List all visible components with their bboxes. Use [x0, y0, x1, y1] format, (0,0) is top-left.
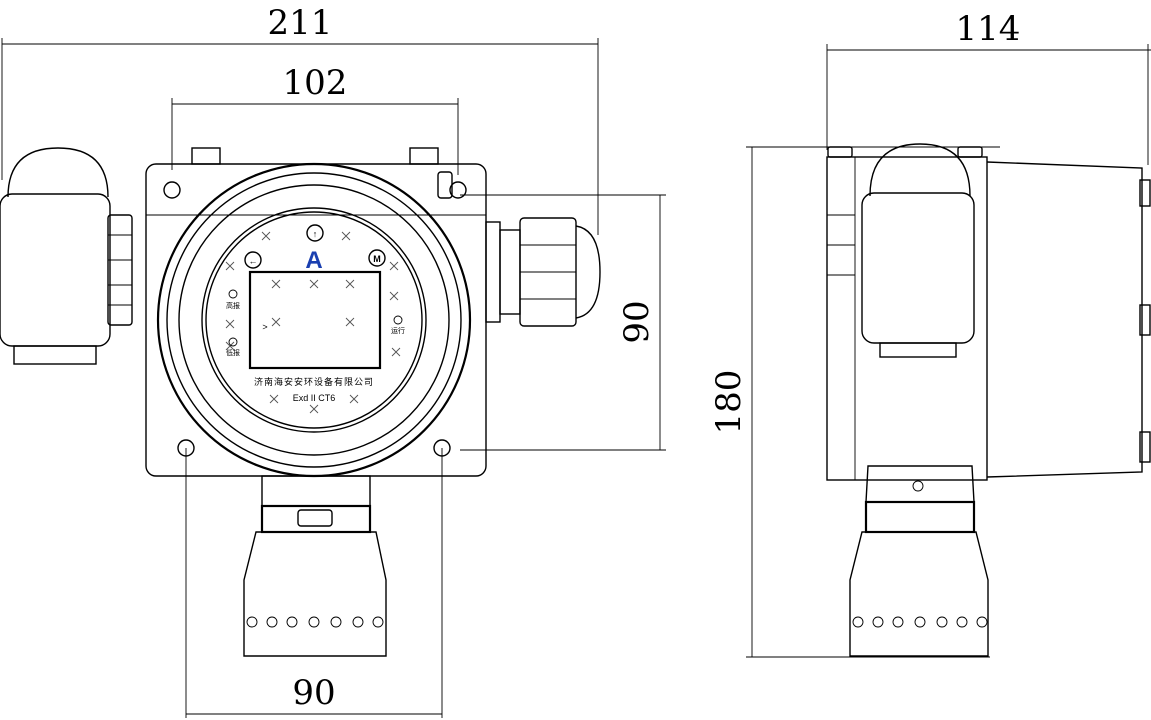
mount-hole-bottom-right: [433, 439, 451, 457]
led-high-alarm: [228, 289, 238, 299]
sensor-assembly: [243, 475, 387, 657]
dim-label-180: 180: [709, 370, 749, 435]
led-run-label: 运行: [391, 326, 405, 335]
key-left: [244, 251, 262, 269]
dim-label-90-vertical: 90: [617, 300, 657, 343]
lcd-screen: [248, 270, 382, 370]
cable-gland-right: [485, 217, 601, 327]
side-alarm-lamp: [861, 192, 975, 344]
dim-label-102: 102: [283, 63, 348, 103]
ground-screw: [437, 171, 453, 199]
display-window: [205, 211, 423, 429]
mount-hole-bottom-left: [177, 439, 195, 457]
brand-logo: A: [305, 247, 322, 274]
dimension-180: 180: [709, 146, 1000, 658]
mounting-flange: [145, 163, 487, 477]
led-run: [393, 315, 403, 325]
led-low-alarm-label: 低报: [226, 348, 240, 357]
key-right-label: >: [262, 322, 267, 332]
dimension-114: 114: [826, 9, 1151, 165]
mount-hole-top-right: [449, 181, 467, 199]
window-hatching: [225, 231, 401, 414]
dimension-90-vertical: 90: [460, 194, 666, 451]
top-lug-left: [191, 147, 221, 165]
key-up: [306, 224, 324, 242]
led-low-alarm: [228, 337, 238, 347]
side-view: [826, 143, 1151, 657]
top-lug-right: [409, 147, 439, 165]
dimension-211: 211: [1, 3, 599, 235]
mount-hole-top-left: [163, 181, 181, 199]
dim-label-114: 114: [956, 9, 1021, 49]
key-menu-label: M: [373, 254, 381, 264]
side-housing: [826, 156, 988, 481]
led-high-alarm-label: 高报: [226, 301, 240, 310]
alarm-lamp-left: [0, 147, 133, 365]
key-menu: [368, 249, 386, 267]
dimension-90-horizontal: 90: [185, 448, 443, 718]
explosion-proof-mark: Exd II CT6: [293, 393, 336, 403]
company-name: 济南海安安环设备有限公司: [254, 376, 374, 387]
key-up-label: ↑: [313, 229, 318, 239]
dim-label-90-horizontal: 90: [292, 673, 335, 713]
front-view: ↑ M ← > A 高报 低报 运行 济南海安安环设备有限公司 Exd II C…: [0, 147, 601, 657]
dimension-102: 102: [171, 63, 459, 175]
cover-outer-ring: [156, 162, 472, 478]
key-left-label: ←: [249, 256, 258, 266]
dim-label-211: 211: [268, 3, 333, 43]
